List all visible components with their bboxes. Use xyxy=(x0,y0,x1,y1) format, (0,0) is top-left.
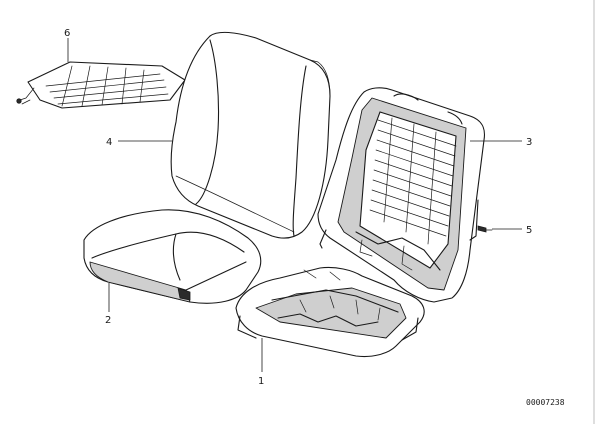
callout-1-label: 1 xyxy=(258,376,264,387)
callout-3: 3 xyxy=(470,137,532,148)
callout-4: 4 xyxy=(106,137,172,148)
callout-2: 2 xyxy=(105,283,111,326)
part-backrest-cover xyxy=(170,31,331,239)
callout-6: 6 xyxy=(64,28,70,62)
part-seat-base xyxy=(235,266,425,358)
part-seat-cushion xyxy=(83,209,262,304)
callout-6-label: 6 xyxy=(64,28,70,39)
callout-1: 1 xyxy=(258,338,264,387)
callout-5-label: 5 xyxy=(526,225,532,236)
part-backrest-frame xyxy=(317,87,486,303)
drawing-number: 00007238 xyxy=(526,398,565,407)
part-screw xyxy=(477,225,493,233)
callout-5: 5 xyxy=(492,225,532,236)
callout-2-label: 2 xyxy=(105,315,111,326)
part-heating-mat xyxy=(16,61,186,109)
callout-4-label: 4 xyxy=(106,137,112,148)
callout-3-label: 3 xyxy=(526,137,532,148)
